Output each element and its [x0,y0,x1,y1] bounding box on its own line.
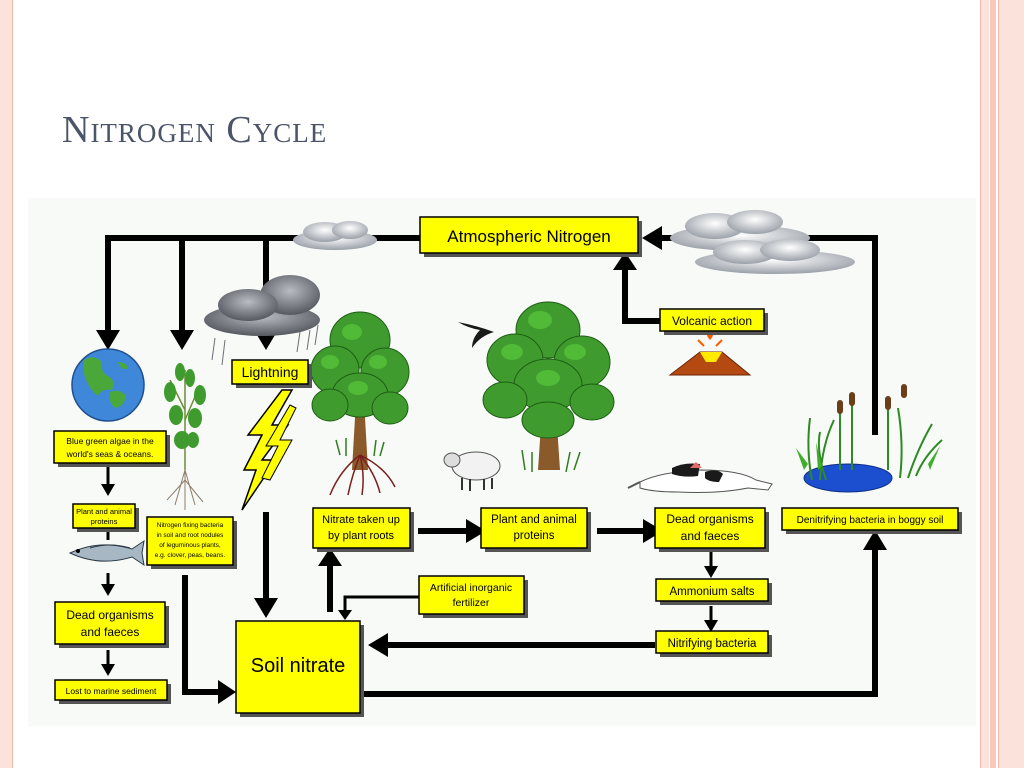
lightning-box [231,359,309,385]
lost-marine-label: Lost to marine sediment [66,686,157,696]
dead-organisms-right-label-2: and faeces [681,529,740,543]
blue-green-algae-label-1: Blue green algae in the [66,436,154,446]
nitrogen-fixing-box [146,516,234,566]
cloud-icon [293,221,377,250]
plant-animal-proteins-label-1: Plant and animal [491,514,577,526]
nitrate-taken-label-1: Nitrate taken up [322,514,400,526]
soil-nitrate-box [235,620,361,714]
bird-icon [458,322,494,348]
artificial-fertilizer-label-2: fertilizer [453,597,490,609]
nitrogen-fixing-label-3: of leguminous plants, [159,542,221,549]
clover-plant-icon [164,363,206,510]
label-texts: Atmospheric Nitrogen Volcanic action Lig… [66,227,944,696]
arrow-fixing-to-soil [182,575,222,695]
artificial-fertilizer-box [418,575,525,615]
artificial-fertilizer-label-1: Artificial inorganic [430,582,512,594]
plant-animal-proteins-small-label-1: Plant and animal [76,507,132,516]
arrow-volcanic-to-atmosphere [622,270,660,324]
blue-green-algae-label-2: world's seas & oceans. [66,449,154,459]
blue-green-algae-box [53,430,167,464]
lightning-label: Lightning [242,364,299,380]
dead-organisms-right-label-1: Dead organisms [666,512,753,526]
plant-animal-proteins-small-label-2: proteins [91,517,118,526]
volcanic-action-label: Volcanic action [672,314,752,328]
nitrifying-bacteria-box [655,630,769,654]
volcano-icon [668,330,752,376]
arrow-soil-to-denitrifying [358,548,878,697]
denitrifying-box [781,507,959,531]
nitrogen-fixing-label-2: in soil and root nodules [157,532,225,539]
ammonium-salts-label: Ammonium salts [670,586,755,598]
slide-right-border [980,0,1024,768]
plant-animal-proteins-label-2: proteins [514,530,555,542]
plant-animal-proteins-box [480,507,588,549]
tree-icon [310,311,410,496]
dead-organisms-left-label-2: and faeces [81,625,140,639]
nitrogen-fixing-label-1: Nitrogen fixing bacteria [157,522,224,529]
nitrate-taken-label-2: by plant roots [328,530,395,542]
dead-cow-icon [627,462,773,493]
bog-reeds-icon [796,384,943,493]
dead-organisms-left-label-1: Dead organisms [66,608,153,622]
nitrogen-fixing-label-4: e.g. clover, peas, beans. [155,552,226,559]
storm-cloud-icon [204,275,320,366]
arrowheads [96,226,887,704]
atmospheric-nitrogen-box [419,216,639,254]
denitrifying-label: Denitrifying bacteria in boggy soil [797,515,944,526]
small-arrows [106,465,713,665]
arrow-fertilizer-to-soil [343,595,420,612]
volcanic-action-box [659,308,765,332]
ammonium-salts-box [655,578,769,602]
lost-marine-box [54,679,168,701]
cloud-icon [670,210,855,274]
nitrifying-bacteria-label: Nitrifying bacteria [668,638,757,650]
dead-organisms-right-box [654,507,766,549]
lightning-bolt-icon [241,389,297,511]
slide-left-border [0,0,13,768]
soil-nitrate-label: Soil nitrate [251,655,346,677]
plant-animal-proteins-small-box [72,503,136,529]
label-boxes [53,216,962,717]
nitrate-taken-box [312,507,411,549]
atmospheric-nitrogen-label: Atmospheric Nitrogen [447,227,610,246]
globe-icon [71,348,145,422]
fish-icon [68,539,145,567]
slide-title: Nitrogen Cycle [62,109,328,151]
tree-icon [482,301,615,473]
dead-organisms-left-box [54,601,166,645]
sheep-icon [443,451,501,491]
